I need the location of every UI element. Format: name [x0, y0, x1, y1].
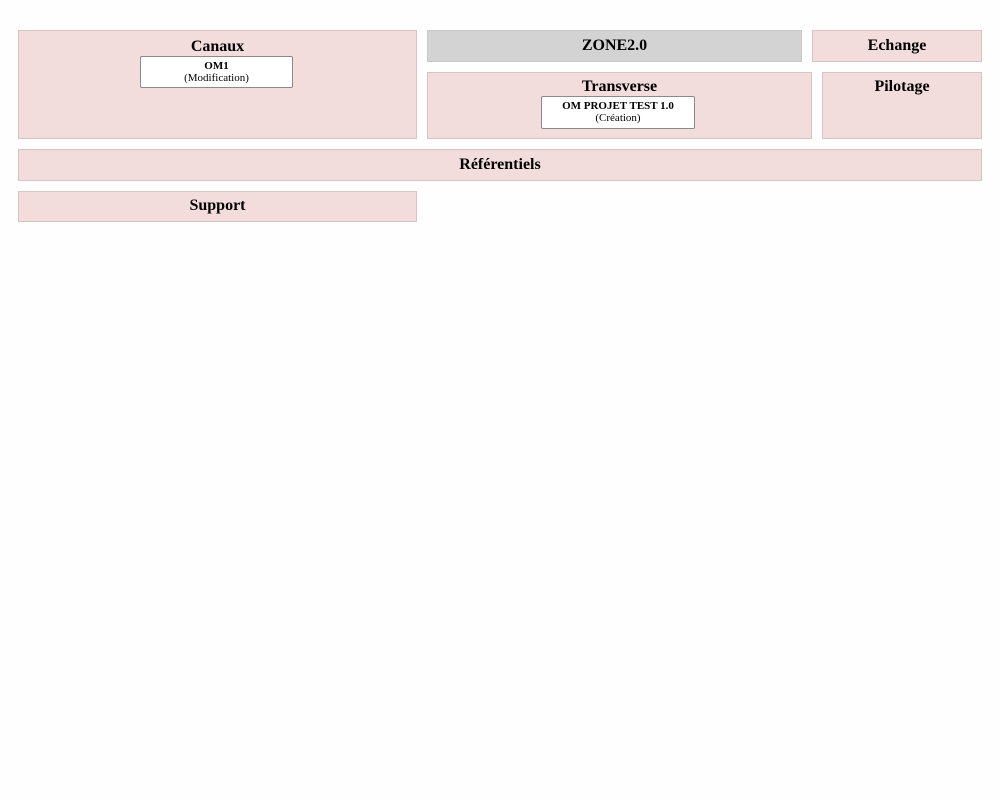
app-box-om1[interactable]: OM1 (Modification) — [140, 56, 293, 88]
zone-referentiels: Référentiels — [18, 149, 982, 181]
app-name: OM PROJET TEST 1.0 — [562, 100, 674, 112]
app-box-om-projet-test[interactable]: OM PROJET TEST 1.0 (Création) — [541, 96, 695, 129]
app-status: (Modification) — [184, 72, 249, 84]
zone-title-support: Support — [189, 197, 246, 214]
zone-title-referentiels: Référentiels — [459, 156, 541, 173]
zone-title-pilotage: Pilotage — [874, 78, 930, 95]
zone-title-canaux: Canaux — [190, 38, 245, 55]
app-name: OM1 — [204, 60, 229, 72]
zone-title-echange: Echange — [867, 37, 927, 54]
zone-canaux: Canaux OM1 (Modification) — [18, 30, 417, 139]
zone-echange: Echange — [812, 30, 982, 62]
zone-zone20: ZONE2.0 — [427, 30, 802, 62]
zone-pilotage: Pilotage — [822, 72, 982, 139]
zone-title-transverse: Transverse — [581, 78, 658, 95]
zone-title-zone20: ZONE2.0 — [581, 37, 648, 54]
zone-transverse: Transverse OM PROJET TEST 1.0 (Création) — [427, 72, 812, 139]
zone-support: Support — [18, 191, 417, 222]
app-status: (Création) — [595, 112, 641, 124]
